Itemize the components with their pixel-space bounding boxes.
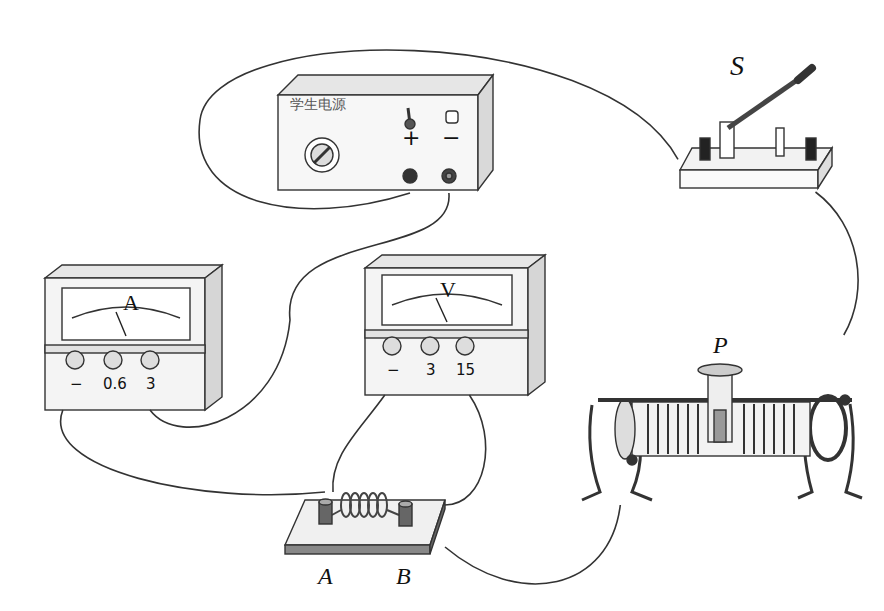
drawing-part [446,173,452,179]
drawing-part [399,501,412,507]
terminal-label: − [70,377,83,392]
device-label: 学生电源 [290,97,346,111]
drawing-part [45,265,222,278]
drawing-part [743,404,745,454]
drawing-part [365,268,528,395]
drawing-part [421,337,439,355]
drawing-part [305,138,339,172]
drawing-part [377,493,387,517]
drawing-part [810,396,846,460]
drawing-part [403,169,417,183]
ammeter: A − 0.6 3 [45,265,223,410]
drawing-part [141,351,159,369]
terminal-letter: A [318,564,333,588]
drawing-part [793,404,795,454]
drawing-part [478,75,493,190]
drawing-part [700,138,710,160]
drawing-part [783,404,785,454]
rheostat-drawing [582,364,862,500]
power-supply: 学生电源 +− [278,75,493,193]
drawing-part [753,404,755,454]
component-letter: P [713,333,728,357]
drawing-part [708,372,732,442]
coil-board-drawing [285,493,445,554]
drawing-part [382,275,512,325]
drawing-part [205,265,222,410]
drawing-part [647,404,649,454]
drawing-part [697,404,699,454]
wire [199,50,678,209]
drawing-part [311,144,333,166]
wire [816,192,859,335]
drawing-part [332,510,341,515]
drawing-part [365,255,545,268]
drawing-part [332,493,399,517]
drawing-part [66,351,84,369]
drawing-part [319,499,332,505]
terminal-label: 3 [426,363,436,378]
drawing-part [798,68,812,80]
drawing-part [314,147,330,163]
terminal-letter: B [396,564,411,588]
drawing-part [45,278,205,410]
drawing-part [383,337,401,355]
drawing-part [657,404,659,454]
drawing-part [667,404,669,454]
drawing-part [776,128,784,156]
drawing-part [278,75,493,95]
drawing-part [285,500,445,545]
drawing-part [818,148,832,188]
drawing-part [763,404,765,454]
rheostat: P [578,335,880,505]
switch-drawing [680,68,832,188]
drawing-part [806,138,816,160]
terminal-label: 0.6 [103,377,127,392]
terminal-sign: − [442,127,460,149]
terminal-label: 3 [146,377,156,392]
terminal-label: 15 [456,363,475,378]
drawing-part [773,404,775,454]
power-supply-drawing [278,75,493,190]
drawing-part [285,545,430,554]
drawing-part [446,111,458,123]
drawing-part [714,410,726,442]
drawing-part [615,399,635,459]
drawing-part [528,255,545,395]
drawing-part [840,395,850,405]
drawing-part [648,404,794,454]
drawing-part [430,500,445,554]
drawing-part [698,364,742,376]
wire [150,193,449,427]
drawing-part [456,337,474,355]
terminal-label: − [387,363,400,378]
wire [445,395,486,505]
coil-board: AB [285,492,445,592]
voltmeter: V − 3 15 [365,255,545,395]
drawing-part [116,312,126,336]
wire [61,410,325,495]
component-letter: S [730,52,744,80]
meter-symbol: V [440,279,456,301]
voltmeter-drawing [365,255,545,395]
drawing-part [387,510,399,515]
drawing-part [677,404,679,454]
drawing-part [687,404,689,454]
drawing-part [728,78,800,128]
drawing-part [45,345,205,353]
drawing-part [62,288,190,340]
drawing-part [680,170,818,188]
drawing-part [627,455,637,465]
wire [445,505,620,584]
ammeter-drawing [45,265,222,410]
drawing-part [436,298,447,322]
drawing-part [442,169,456,183]
drawing-part [104,351,122,369]
knife-switch: S [678,50,836,192]
wire [333,395,385,492]
meter-symbol: A [123,292,139,314]
terminal-sign: + [402,127,420,149]
drawing-part [278,95,478,190]
drawing-part [632,402,810,456]
